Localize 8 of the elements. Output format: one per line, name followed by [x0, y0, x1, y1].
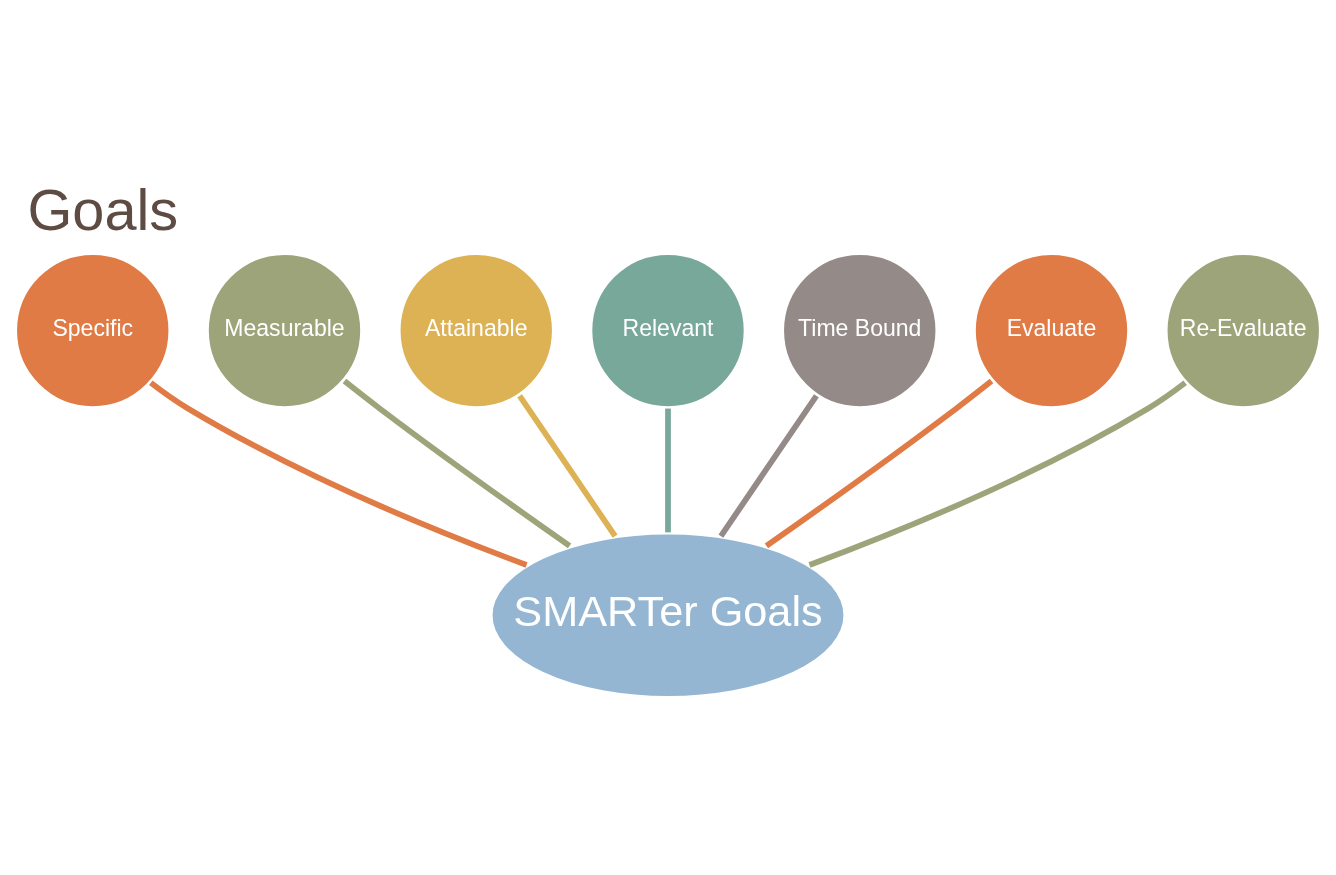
connector — [665, 408, 671, 532]
connector — [149, 379, 528, 568]
connector — [718, 393, 819, 538]
connector — [764, 378, 994, 548]
diagram-title: Goals — [27, 177, 179, 242]
connector — [517, 393, 618, 538]
connector — [342, 378, 572, 548]
connector — [808, 379, 1187, 568]
